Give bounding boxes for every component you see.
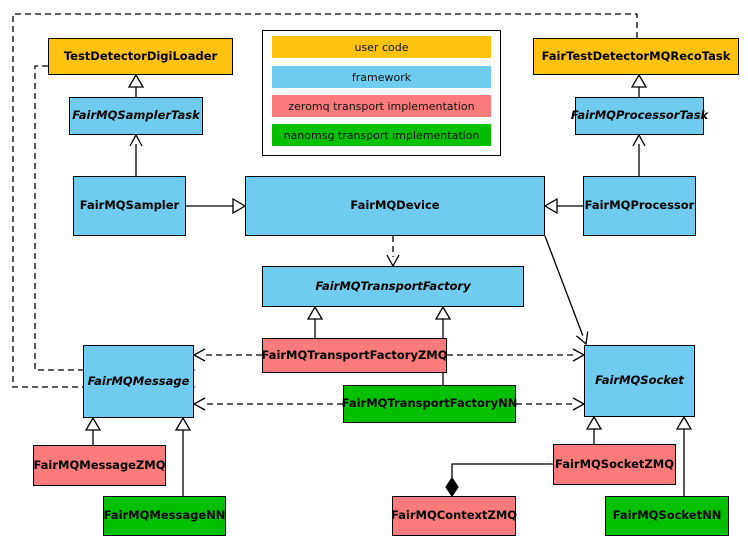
legend-item-label: user code	[354, 40, 409, 54]
class-box-label: FairMQContextZMQ	[390, 508, 518, 523]
edge-processor-generalizes-device	[543, 197, 583, 215]
legend-item-label: nanomsg transport implementation	[283, 128, 480, 142]
class-box-fairmqmessage[interactable]: FairMQMessage	[83, 345, 194, 418]
edge-factoryzmq-depends-socket	[447, 348, 586, 362]
edge-digiloader-generalizes-samplertask	[127, 73, 145, 97]
class-box-fairmqtransportfactory[interactable]: FairMQTransportFactory	[262, 266, 524, 307]
legend-item-label: framework	[351, 70, 412, 84]
class-box-fairmqmessagenn[interactable]: FairMQMessageNN	[103, 496, 226, 536]
edge-socketzmq-composes-contextzmq	[445, 463, 553, 498]
class-box-fairmqprocessortask[interactable]: FairMQProcessorTask	[571, 97, 708, 135]
class-box-fairmqdevice[interactable]: FairMQDevice	[245, 176, 545, 236]
class-box-fairmqcontextzmq[interactable]: FairMQContextZMQ	[391, 496, 517, 536]
edge-device-to-socket	[544, 235, 589, 346]
class-box-label: FairMQSampler	[79, 198, 180, 213]
edge-messagenn-generalizes-message	[174, 416, 192, 496]
class-box-label: FairMQTransportFactory	[315, 278, 471, 293]
legend-item-nanomsg: nanomsg transport implementation	[272, 124, 491, 146]
class-box-fairmqsampler[interactable]: FairMQSampler	[73, 176, 186, 236]
class-box-label: FairMQSocketNN	[612, 508, 722, 523]
edge-device-depends-transportfactory	[386, 236, 400, 268]
class-box-label: FairMQProcessor	[584, 198, 695, 213]
class-box-fairmqmessagezmq[interactable]: FairMQMessageZMQ	[33, 445, 166, 486]
class-box-label: FairTestDetectorMQRecoTask	[541, 48, 731, 63]
class-box-fairmqsocketzmq[interactable]: FairMQSocketZMQ	[553, 444, 676, 485]
edge-messagezmq-generalizes-message	[84, 416, 102, 445]
edge-factorynn-depends-socket	[516, 397, 586, 411]
class-box-label: FairMQTransportFactoryZMQ	[261, 347, 448, 362]
legend-item-framework: framework	[272, 66, 491, 88]
legend-item-user-code: user code	[272, 36, 491, 58]
class-box-fairmqtransportfactorynn[interactable]: FairMQTransportFactoryNN	[342, 385, 517, 423]
class-box-fairtestdetectormqrecotask[interactable]: FairTestDetectorMQRecoTask	[533, 38, 739, 75]
edge-sampler-to-samplertask	[129, 133, 143, 176]
class-box-testdetectordigiloader[interactable]: TestDetectorDigiLoader	[48, 38, 233, 75]
class-box-fairmqsamplertask[interactable]: FairMQSamplerTask	[69, 97, 203, 135]
class-box-label: FairMQDevice	[350, 198, 440, 213]
edge-socketnn-generalizes-socket	[675, 415, 693, 496]
edge-sampler-generalizes-device	[186, 197, 247, 215]
edge-factorynn-depends-message	[192, 397, 343, 411]
class-box-label: FairMQSamplerTask	[72, 108, 200, 123]
class-box-fairmqsocketnn[interactable]: FairMQSocketNN	[605, 496, 729, 536]
class-box-label: FairMQMessage	[87, 373, 190, 388]
class-box-label: FairMQMessageNN	[103, 508, 226, 523]
class-box-label: FairMQSocketZMQ	[555, 456, 674, 471]
class-box-label: TestDetectorDigiLoader	[63, 48, 218, 63]
class-box-label: FairMQSocket	[595, 373, 684, 388]
class-box-label: FairMQMessageZMQ	[33, 457, 166, 472]
edge-recotask-generalizes-processortask	[630, 73, 648, 97]
class-box-fairmqtransportfactoryzmq[interactable]: FairMQTransportFactoryZMQ	[262, 338, 448, 373]
legend-item-zeromq: zeromq transport implementation	[272, 95, 491, 117]
edge-factoryzmq-generalizes-factory	[306, 305, 324, 338]
edge-factoryzmq-depends-message	[192, 348, 262, 362]
legend-item-label: zeromq transport implementation	[288, 99, 475, 113]
class-box-label: FairMQProcessorTask	[570, 108, 709, 123]
edge-processor-to-processortask	[632, 133, 646, 176]
class-box-fairmqprocessor[interactable]: FairMQProcessor	[583, 176, 696, 236]
class-box-label: FairMQTransportFactoryNN	[341, 396, 518, 411]
edge-socketzmq-generalizes-socket	[585, 415, 603, 444]
class-box-fairmqsocket[interactable]: FairMQSocket	[584, 345, 695, 417]
